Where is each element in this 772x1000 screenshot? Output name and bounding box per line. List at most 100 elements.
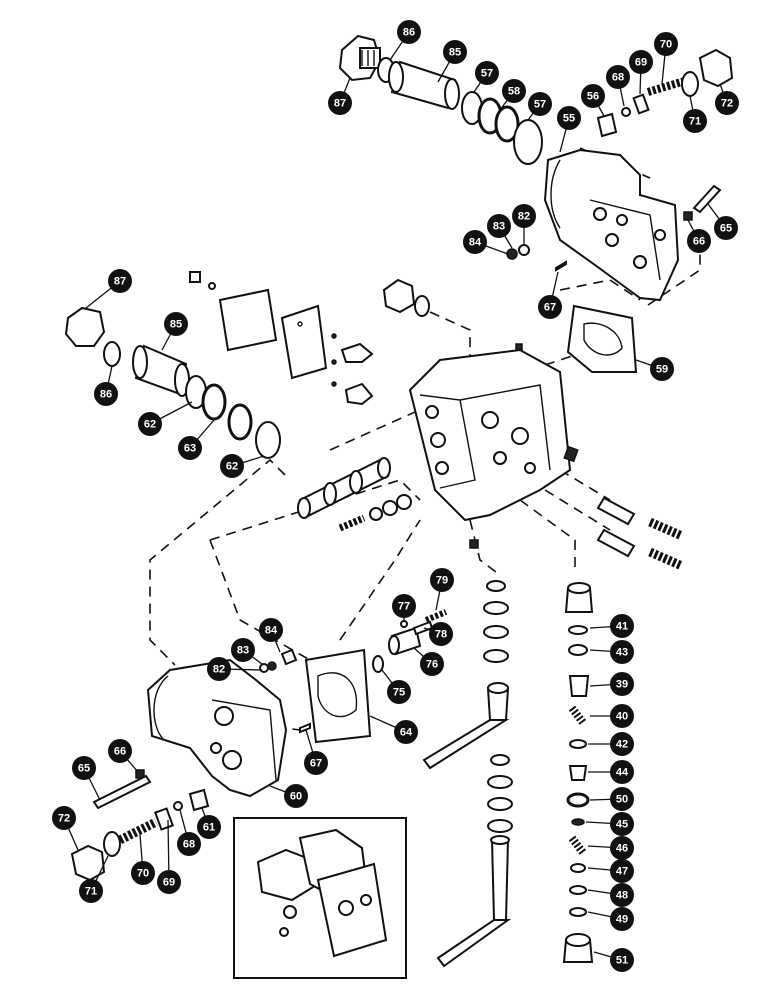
- callout-number: 62: [144, 419, 156, 431]
- callout-bubble: [52, 806, 76, 830]
- plug-center-top: [382, 278, 416, 314]
- callout-number: 64: [400, 727, 413, 739]
- callout-number: 70: [137, 868, 149, 880]
- callout-bubble: [528, 92, 552, 116]
- callout-72: 72: [715, 91, 739, 115]
- callout-number: 51: [616, 955, 628, 967]
- callout-bubble: [512, 204, 536, 228]
- callout-bubble: [502, 79, 526, 103]
- callout-number: 65: [720, 223, 732, 235]
- nut-center-right: [563, 445, 579, 463]
- ring-62-b: [255, 421, 281, 459]
- callout-bubble: [207, 657, 231, 681]
- callout-49: 49: [610, 907, 634, 931]
- callout-78: 78: [429, 622, 453, 646]
- callout-number: 57: [534, 99, 546, 111]
- callout-bubble: [610, 672, 634, 696]
- callout-bubble: [610, 836, 634, 860]
- callout-bubble: [420, 652, 444, 676]
- callout-number: 87: [114, 276, 126, 288]
- callout-number: 50: [616, 794, 628, 806]
- shaft-lower-stack: [487, 754, 513, 833]
- callout-67: 67: [538, 295, 562, 319]
- inset-assembled-view: [233, 817, 407, 979]
- callout-number: 84: [469, 237, 482, 249]
- plug-87-left: [64, 306, 106, 347]
- callout-39: 39: [610, 672, 634, 696]
- callout-number: 87: [334, 98, 346, 110]
- callout-60: 60: [284, 784, 308, 808]
- callout-number: 40: [616, 711, 628, 723]
- callout-number: 66: [693, 236, 705, 248]
- callout-66: 66: [108, 739, 132, 763]
- callout-bubble: [259, 618, 283, 642]
- callout-bubble: [131, 861, 155, 885]
- callout-64: 64: [394, 720, 418, 744]
- callout-bubble: [475, 61, 499, 85]
- callout-bubble: [687, 229, 711, 253]
- ring-58-b: [494, 105, 520, 143]
- callout-65: 65: [72, 756, 96, 780]
- callout-bubble: [610, 704, 634, 728]
- callout-number: 78: [435, 629, 447, 641]
- gasket-59: [566, 304, 638, 373]
- callout-65: 65: [714, 216, 738, 240]
- callout-70: 70: [654, 32, 678, 56]
- callout-bubble: [430, 568, 454, 592]
- callout-69: 69: [629, 50, 653, 74]
- callout-number: 63: [184, 443, 196, 455]
- callout-number: 58: [508, 86, 520, 98]
- callout-number: 67: [544, 302, 556, 314]
- shaft-arm-upper: [422, 682, 510, 770]
- bolt-cover-top: [189, 271, 216, 290]
- cover-plate: [218, 288, 328, 380]
- callout-number: 62: [226, 461, 238, 473]
- callout-bubble: [394, 720, 418, 744]
- ring-57-b: [513, 119, 543, 165]
- ring-86-left: [103, 341, 121, 367]
- ring-63-b: [227, 403, 253, 441]
- callout-number: 41: [616, 621, 628, 633]
- callout-57: 57: [475, 61, 499, 85]
- callout-bubble: [157, 870, 181, 894]
- callout-number: 45: [616, 819, 628, 831]
- small-parts-56-69: [596, 93, 650, 138]
- callout-bubble: [304, 751, 328, 775]
- callout-bubble: [487, 214, 511, 238]
- callout-number: 82: [518, 211, 530, 223]
- callout-bubble: [397, 20, 421, 44]
- spring-70-top: [646, 76, 690, 96]
- shaft-arm-lower: [436, 835, 512, 968]
- callout-bubble: [610, 907, 634, 931]
- callout-labels: 8786855758575655686970717284838266656759…: [52, 20, 739, 972]
- callout-number: 86: [100, 389, 112, 401]
- fasteners-82-84-top: [506, 244, 530, 260]
- callout-41: 41: [610, 614, 634, 638]
- callout-85: 85: [164, 312, 188, 336]
- callout-57: 57: [528, 92, 552, 116]
- callout-bubble: [715, 91, 739, 115]
- callout-40: 40: [610, 704, 634, 728]
- callout-bubble: [581, 84, 605, 108]
- callout-82: 82: [512, 204, 536, 228]
- callout-number: 47: [616, 866, 628, 878]
- callout-46: 46: [610, 836, 634, 860]
- callout-bubble: [610, 948, 634, 972]
- plug-72-top: [698, 48, 734, 88]
- callout-bubble: [650, 357, 674, 381]
- callout-79: 79: [430, 568, 454, 592]
- callout-72: 72: [52, 806, 76, 830]
- callout-bubble: [284, 784, 308, 808]
- callout-number: 72: [58, 813, 70, 825]
- callout-bubble: [610, 640, 634, 664]
- callout-bubble: [443, 40, 467, 64]
- spool-spring-set: [338, 494, 412, 532]
- right-stack: [562, 582, 594, 963]
- callout-number: 68: [612, 72, 624, 84]
- callout-number: 85: [449, 47, 461, 59]
- callout-70: 70: [131, 861, 155, 885]
- callout-66: 66: [687, 229, 711, 253]
- callout-number: 60: [290, 791, 302, 803]
- callout-85: 85: [443, 40, 467, 64]
